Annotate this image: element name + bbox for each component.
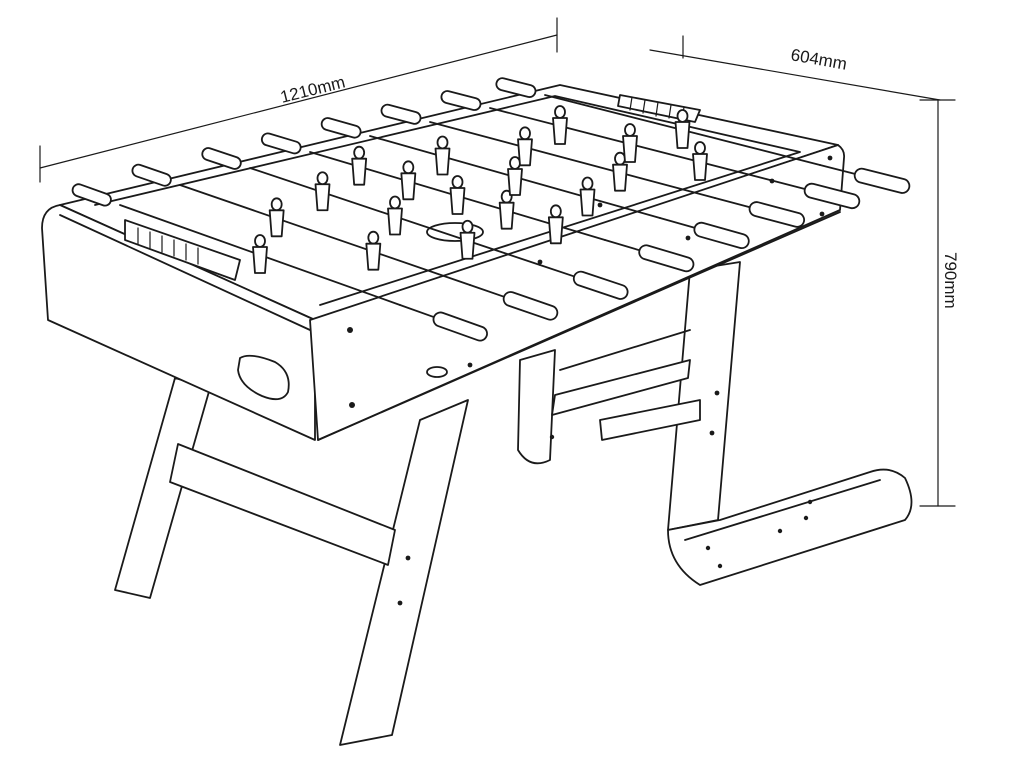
player-figure — [252, 246, 268, 274]
player-rod — [429, 121, 716, 199]
player-head — [676, 109, 689, 123]
score-counter — [124, 219, 241, 281]
player-figure — [449, 187, 466, 215]
width-label: 604mm — [789, 45, 848, 74]
rod-end-cap — [320, 117, 362, 139]
rod-end-cap — [260, 132, 302, 155]
front-right-leg — [339, 399, 469, 746]
height-dimension: 790mm — [919, 99, 960, 507]
front-crossbar — [169, 443, 396, 566]
player-head — [581, 176, 594, 191]
rod-handle — [502, 291, 559, 321]
player-head — [316, 171, 329, 186]
player-head — [353, 145, 366, 160]
player-figure — [498, 201, 515, 230]
player-figure — [434, 147, 451, 176]
rod-handle — [748, 201, 806, 228]
player-head — [451, 175, 464, 189]
player-head — [549, 204, 562, 219]
rod-end-cap — [201, 147, 242, 170]
rod-end-cap — [380, 103, 422, 125]
rods-group — [71, 77, 911, 342]
rod-handle — [432, 311, 488, 342]
player-figure — [612, 163, 628, 192]
length-label: 1210mm — [278, 72, 347, 106]
player-figure — [365, 242, 382, 271]
player-head — [509, 156, 521, 170]
player-figure — [692, 153, 708, 181]
rod-shaft — [769, 179, 810, 191]
rod-end-cap — [131, 163, 172, 187]
player-figure — [552, 117, 568, 145]
rod-handle — [853, 167, 911, 194]
player-figure — [674, 121, 691, 149]
player-figure — [459, 231, 476, 260]
rod-handle — [693, 221, 750, 250]
rod-shaft — [659, 217, 700, 230]
rod-shaft — [819, 164, 860, 176]
rod-end-cap — [440, 90, 482, 111]
width-dimension: 604mm — [649, 35, 941, 101]
player-figure — [314, 183, 331, 212]
player-head — [694, 141, 706, 155]
rod-shaft — [539, 264, 579, 279]
player-head — [461, 219, 474, 234]
rod-end-cap — [71, 183, 112, 207]
player-head — [270, 197, 283, 212]
rod-shaft — [399, 304, 439, 320]
back-left-leg — [517, 329, 701, 465]
player-rod — [179, 184, 471, 286]
player-figure — [400, 172, 417, 201]
centre-circle — [426, 222, 484, 242]
player-figure — [622, 135, 638, 163]
player-figure — [268, 209, 285, 238]
rod-shaft — [604, 239, 645, 253]
player-head — [389, 195, 401, 210]
player-head — [519, 126, 531, 141]
player-head — [367, 230, 380, 245]
ball-return-slot — [237, 354, 290, 401]
cabinet-end-panel — [41, 204, 316, 441]
player-head — [554, 105, 566, 119]
player-head — [254, 234, 266, 248]
player-figure — [579, 188, 596, 217]
rod-handle — [803, 182, 861, 210]
player-figure — [387, 207, 403, 236]
player-head — [436, 135, 449, 150]
height-label: 790mm — [941, 252, 960, 309]
player-head — [402, 160, 415, 175]
player-figure — [351, 157, 368, 186]
player-head — [624, 123, 636, 137]
score-knob — [426, 366, 448, 378]
player-figure — [547, 216, 564, 245]
rod-handle — [638, 244, 695, 273]
rod-shaft — [714, 197, 755, 210]
rod-handle — [572, 270, 629, 300]
player-figure — [507, 168, 523, 196]
player-figure — [517, 138, 533, 167]
rod-shaft — [469, 284, 509, 299]
player-head — [614, 151, 626, 166]
back-right-leg — [667, 261, 913, 586]
rod-end-cap — [495, 77, 537, 98]
